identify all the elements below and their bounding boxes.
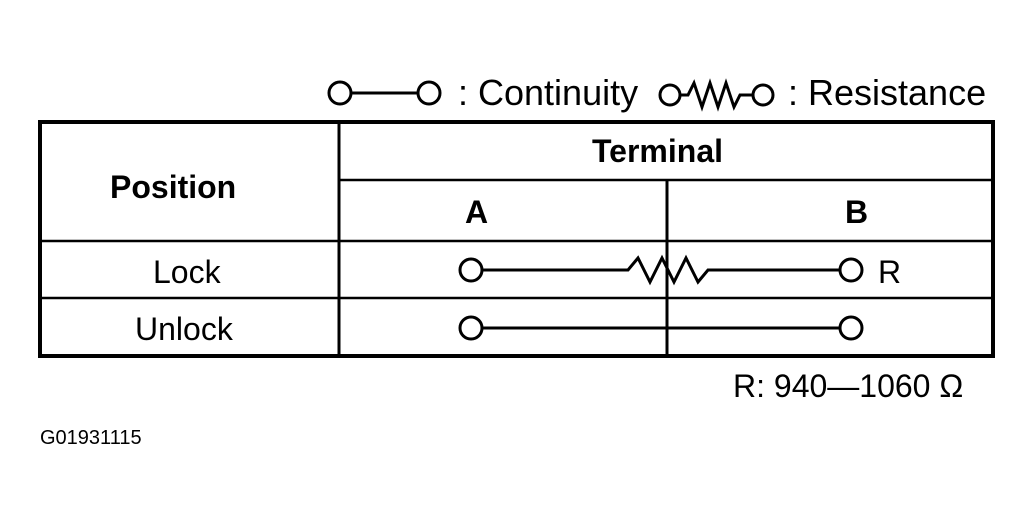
terminal-header: Terminal xyxy=(592,133,723,169)
legend-resistance-label: : Resistance xyxy=(788,72,987,113)
resistance-spec-note: R: 940—1060 Ω xyxy=(733,368,964,404)
row-unlock-label: Unlock xyxy=(135,311,233,347)
terminal-b-header: B xyxy=(845,194,869,230)
resistance-marker: R xyxy=(878,254,902,290)
legend-continuity-symbol xyxy=(327,80,442,106)
legend-resistance-symbol xyxy=(658,78,775,112)
unlock-continuity-connection xyxy=(458,315,864,341)
row-lock-label: Lock xyxy=(153,254,221,290)
terminal-a-header: A xyxy=(465,194,489,230)
legend-continuity-label: : Continuity xyxy=(458,72,639,113)
figure-code: G01931115 xyxy=(40,427,142,449)
position-header: Position xyxy=(110,169,237,205)
lock-resistance-connection xyxy=(458,254,864,286)
